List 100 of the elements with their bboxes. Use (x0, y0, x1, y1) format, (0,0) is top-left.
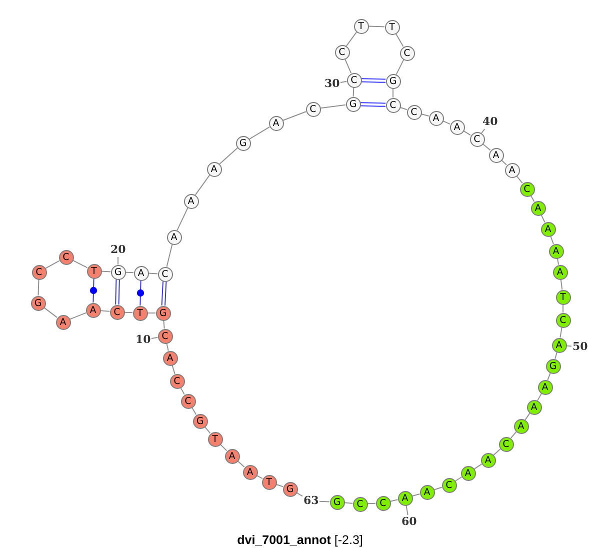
nucleotide-circle: T (384, 20, 400, 34)
backbone-line (524, 412, 530, 420)
nucleotide-circle: C (346, 72, 362, 88)
nucleotide-circle: C (306, 102, 320, 116)
backbone-line (493, 448, 501, 456)
backbone-line (100, 310, 110, 312)
backbone-line (220, 444, 228, 452)
nucleotide-circle: T (208, 432, 222, 446)
leader-line (319, 500, 330, 502)
nucleotide-circle: T (132, 306, 148, 320)
nucleotide-circle: C (334, 44, 350, 60)
nucleotide-circle: G (156, 306, 170, 320)
leader-line (566, 345, 572, 347)
backbone-line (400, 106, 408, 110)
nucleotide-circle: G (192, 414, 208, 428)
position-number: 30 (324, 78, 340, 90)
nucleotide-circle: G (30, 296, 46, 310)
nucleotide-circle: A (530, 200, 546, 216)
backbone-line (560, 326, 562, 338)
base-pair-line (140, 280, 142, 306)
nucleotide-circle: T (556, 290, 570, 304)
nucleotide-circle: T (262, 474, 276, 490)
nucleotide-circle: A (420, 484, 434, 500)
nucleotide-circle: A (242, 464, 258, 480)
backbone-line (163, 320, 165, 330)
backbone-line (38, 279, 40, 296)
backbone-line (562, 304, 564, 313)
nucleotide-circle: A (428, 110, 444, 126)
leader-line (151, 336, 158, 339)
nucleotide-circle: A (538, 380, 552, 394)
base-pair-line (161, 280, 167, 306)
nucleotide-circle: A (552, 264, 568, 280)
backbone-line (237, 460, 245, 468)
leader-line (481, 128, 486, 134)
nucleotide-circle: C (470, 132, 484, 146)
backbone-line (550, 236, 554, 244)
backbone-line (395, 33, 404, 47)
nucleotide-circle: C (158, 328, 172, 344)
position-number: 10 (136, 334, 151, 346)
base-pair-line (360, 102, 386, 107)
nucleotide-circle: A (480, 452, 496, 468)
backbone-line (166, 244, 173, 268)
backbone-line (72, 260, 88, 268)
backbone-line (147, 312, 156, 314)
nucleotide-circle: G (546, 358, 560, 374)
nucleotide-circle: A (552, 338, 566, 352)
nucleotide-circle: C (180, 394, 196, 408)
backbone-line (176, 207, 188, 231)
base-pair-line (115, 278, 120, 306)
backbone-line (482, 143, 491, 151)
nucleotide-circle: A (184, 194, 198, 208)
nucleotide-circle: C (406, 104, 422, 120)
position-number: 50 (572, 341, 588, 353)
backbone-line (454, 476, 462, 482)
nucleotide-circle: A (86, 302, 100, 318)
backbone-line (248, 126, 270, 140)
nucleotide-circle: A (540, 222, 556, 236)
backbone-line (434, 486, 442, 490)
nucleotide-circle: A (504, 162, 520, 178)
backbone-line (344, 58, 352, 74)
position-number: 60 (402, 516, 417, 528)
nucleotide-circle: C (520, 182, 534, 196)
nucleotide-circle: T (86, 264, 102, 278)
backbone-line (276, 484, 284, 488)
backbone-line (69, 312, 87, 320)
backbone-line (148, 272, 158, 274)
base-pair-line (92, 278, 94, 303)
nucleotide-circle: C (352, 496, 368, 512)
backbone-line (420, 113, 430, 117)
nucleotide-circle: A (526, 400, 542, 414)
nucleotide-circle: A (460, 466, 476, 480)
nucleotide-circle: G (110, 264, 126, 280)
leader-line (340, 80, 348, 83)
nucleotide-circle: G (346, 96, 360, 112)
nucleotide-circle: C (170, 374, 184, 388)
nucleotide-circle: C (110, 304, 124, 320)
backbone-line (45, 260, 60, 269)
backbone-line (124, 312, 133, 314)
backbone-line (547, 372, 551, 380)
backbone-line (556, 258, 560, 266)
backbone-line (392, 88, 394, 98)
nucleotide-circle: C (32, 264, 46, 280)
nucleotide-circle: A (268, 116, 284, 130)
backbone-line (396, 59, 404, 75)
backbone-line (368, 26, 385, 28)
base-pair-line (360, 78, 386, 83)
backbone-line (172, 364, 176, 374)
backbone-line (352, 87, 354, 97)
backbone-line (125, 272, 134, 274)
position-number: 63 (304, 495, 319, 507)
nucleotide-circle: T (354, 18, 368, 34)
backbone-line (204, 426, 211, 434)
backbone-line (537, 393, 542, 401)
backbone-line (510, 431, 517, 439)
nucleotide-circle: A (398, 490, 412, 506)
backbone-line (346, 32, 358, 46)
backbone-line (516, 175, 523, 184)
nucleotide-circle: C (386, 98, 400, 112)
backbone-line (194, 174, 210, 196)
nucleotide-circle: C (498, 436, 514, 452)
